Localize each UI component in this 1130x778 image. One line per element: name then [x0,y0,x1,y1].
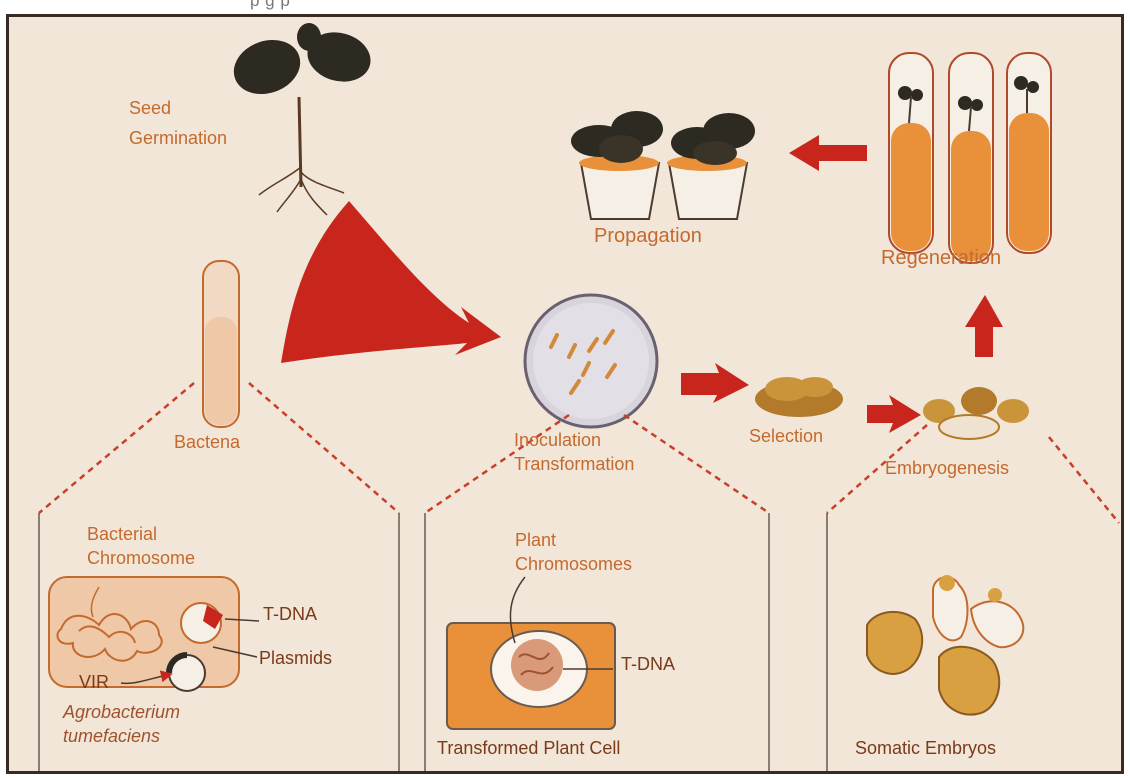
label-t-dna-left: T-DNA [263,603,317,625]
label-transformation: Transformation [514,453,634,475]
cropped-header-text: p g p [250,0,290,11]
transformed-plant-cell [447,577,615,729]
label-vir: VIR [79,671,109,693]
arrow-selection-to-embryogenesis [867,395,921,433]
propagation-pots [571,111,755,219]
label-chromosome: Chromosome [87,547,195,569]
label-plant: Plant [515,529,556,551]
bacteria-test-tube [203,261,239,427]
label-agrobacterium: Agrobacterium [63,701,180,723]
label-seed: Seed [129,97,171,119]
label-selection: Selection [749,425,823,447]
regeneration-test-tubes [889,53,1051,263]
label-propagation: Propagation [594,225,702,247]
label-chromosomes: Chromosomes [515,553,632,575]
label-t-dna-mid: T-DNA [621,653,675,675]
arrow-embryogenesis-to-regeneration [965,295,1003,357]
label-inoculation: Inoculation [514,429,601,451]
label-bacterial: Bacterial [87,523,157,545]
label-embryogenesis: Embryogenesis [885,457,1009,479]
embryogenesis-clusters [923,387,1029,439]
somatic-embryos [867,575,1023,715]
label-transformed-plant-cell: Transformed Plant Cell [437,737,620,759]
selection-callus [755,377,843,417]
label-germination: Germination [129,127,227,149]
cropped-header-strip: p g p [0,0,1130,14]
arrow-inoculation-to-selection [681,363,749,403]
seedling-illustration [226,23,376,215]
label-plasmids: Plasmids [259,647,332,669]
big-fan-arrow [281,201,501,363]
diagram-frame: Seed Germination Propagation Regeneratio… [6,14,1124,774]
label-regeneration: Regeneration [881,247,1001,269]
label-bacteria: Bactena [174,431,240,453]
label-somatic-embryos: Somatic Embryos [855,737,996,759]
label-tumefaciens: tumefaciens [63,725,160,747]
arrow-regeneration-to-propagation [789,135,867,171]
petri-dish [525,295,657,427]
